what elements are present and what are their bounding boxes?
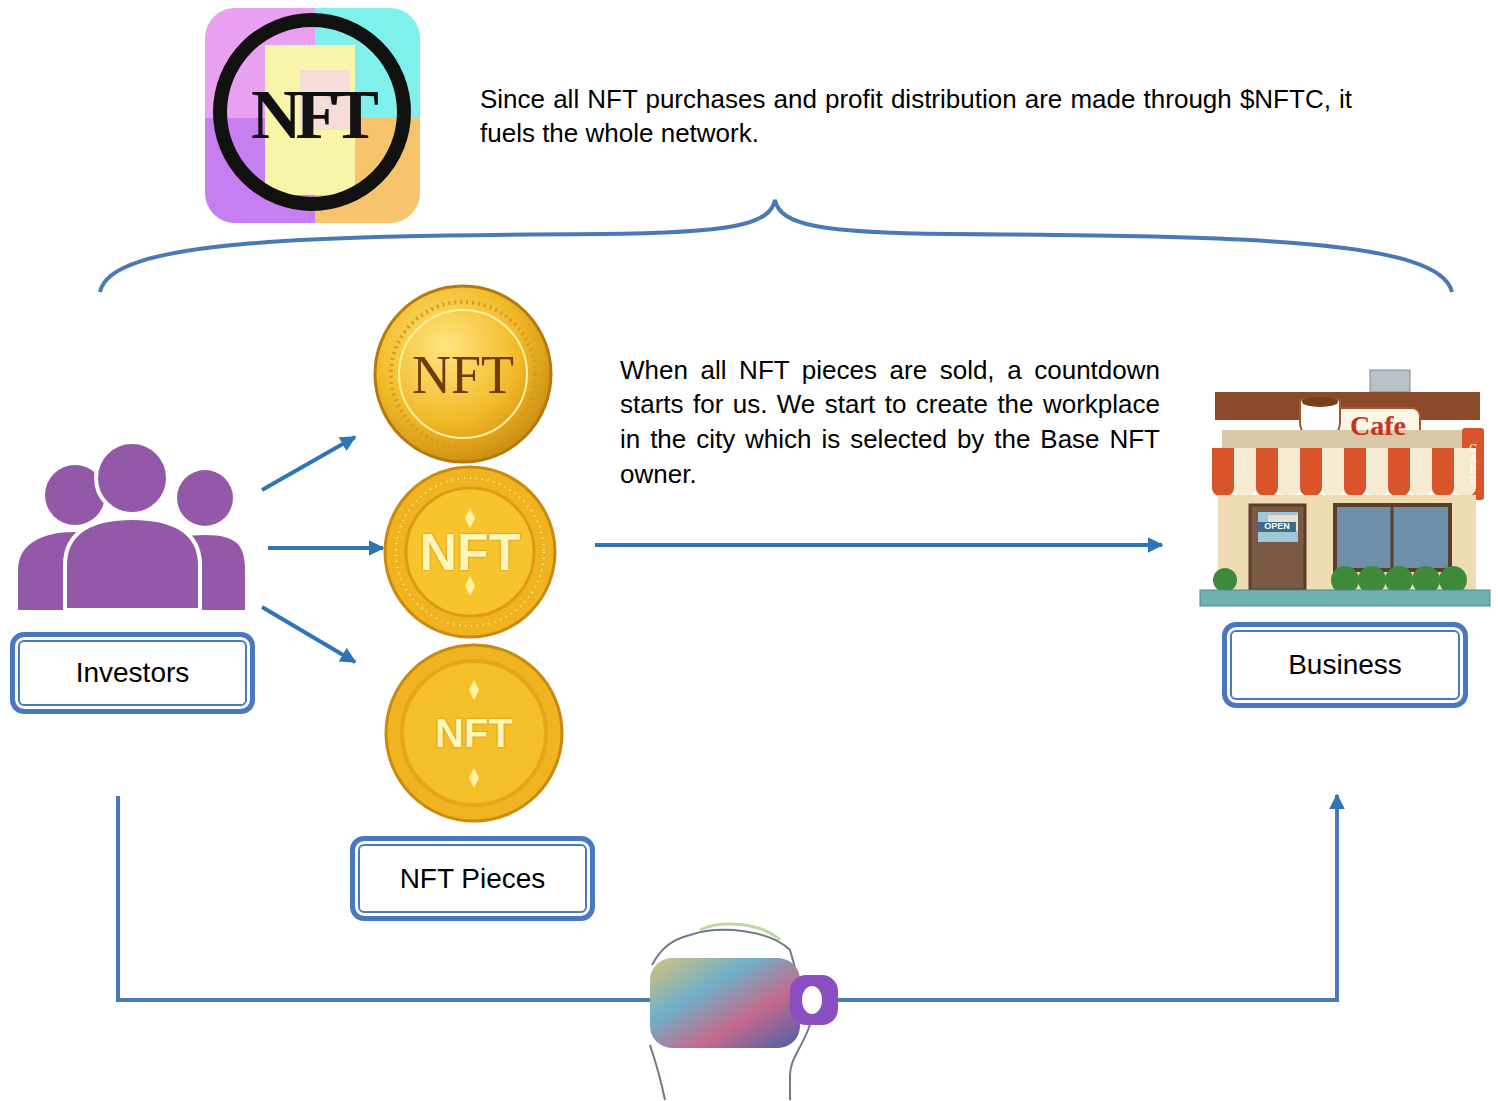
flow-arrow	[595, 543, 1162, 547]
coin-text: NFT	[399, 711, 549, 755]
flow-arrow	[268, 546, 383, 550]
vr-headset	[650, 924, 838, 1100]
nftc-logo	[205, 8, 420, 223]
node-group: Business	[1160, 355, 1490, 710]
investors-icon	[18, 442, 245, 610]
flow-arrow	[262, 437, 355, 490]
node-group: Investors	[8, 440, 262, 716]
box-label: Business	[1288, 649, 1402, 681]
sign-text: Cafe	[1338, 411, 1418, 442]
logo-letters: NFT	[222, 76, 402, 153]
coin-text: NFT	[388, 346, 538, 405]
nft-coin	[386, 645, 562, 821]
flow-arrow	[262, 607, 355, 662]
label-box: Investors	[10, 632, 255, 714]
note-text: When all NFT pieces are sold, a countdow…	[620, 353, 1160, 491]
box-label: NFT Pieces	[400, 863, 546, 895]
box-label: Investors	[76, 657, 190, 689]
nft-coin	[385, 467, 555, 637]
nft-coin	[375, 286, 551, 462]
cafe-illustration	[1200, 370, 1490, 606]
label-box: Business	[1222, 622, 1468, 708]
sign-text: CAFE	[1468, 442, 1478, 486]
sign-text: OPEN	[1258, 522, 1296, 532]
coin-text: NFT	[395, 524, 545, 581]
note-text: Since all NFT purchases and profit distr…	[480, 83, 1352, 151]
label-box: NFT Pieces	[350, 836, 595, 921]
